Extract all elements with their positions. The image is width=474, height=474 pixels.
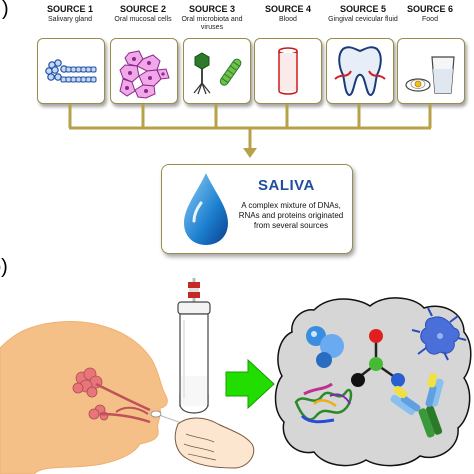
antibody-icon: [390, 373, 444, 438]
panel-a-label: ): [2, 0, 9, 20]
source-1-box: [37, 38, 105, 104]
tooth-icon: [334, 46, 386, 96]
connector-lines: [68, 104, 432, 158]
source-3-desc: Oral microbiota and viruses: [181, 16, 243, 31]
source-2-box: [110, 38, 178, 104]
saliva-description: A complex mixture of DNAs, RNAs and prot…: [238, 201, 344, 230]
source-1-desc: Salivary gland: [48, 16, 92, 23]
water-drop-icon: [184, 173, 228, 245]
food-icon: [405, 56, 455, 94]
source-6-header: SOURCE 6 Food: [394, 4, 466, 24]
source-6-box: [397, 38, 465, 104]
source-5-title: SOURCE 5: [339, 4, 386, 14]
source-2-title: SOURCE 2: [119, 4, 166, 14]
collection-tube-icon: [177, 278, 211, 414]
source-3-title: SOURCE 3: [188, 4, 235, 14]
swab-hand-icon: [150, 410, 255, 469]
source-1-title: SOURCE 1: [46, 4, 93, 14]
source-5-desc: Gingival cevicular fluid: [328, 16, 398, 23]
source-4-title: SOURCE 4: [264, 4, 311, 14]
saliva-box: SALIVA A complex mixture of DNAs, RNAs a…: [161, 164, 353, 254]
source-4-desc: Blood: [279, 16, 297, 23]
mucosal-cells-icon: [119, 50, 170, 99]
source-5-header: SOURCE 5 Gingival cevicular fluid: [318, 4, 408, 24]
head-profile-icon: [0, 321, 168, 474]
saliva-title: SALIVA: [258, 177, 315, 194]
source-2-header: SOURCE 2 Oral mucosal cells: [107, 4, 179, 24]
source-4-box: [254, 38, 322, 104]
source-4-header: SOURCE 4 Blood: [252, 4, 324, 24]
water-molecule-icon: [306, 326, 344, 368]
source-3-box: [183, 38, 251, 104]
protein-structure-icon: [294, 382, 353, 424]
source-1-header: SOURCE 1 Salivary gland: [34, 4, 106, 24]
source-5-box: [326, 38, 394, 104]
salivary-gland-icon: [45, 59, 97, 83]
molecule-cloud-icon: [274, 297, 472, 467]
source-6-title: SOURCE 6: [406, 4, 453, 14]
source-3-header: SOURCE 3 Oral microbiota and viruses: [176, 4, 248, 32]
source-6-desc: Food: [422, 16, 438, 23]
microbiota-virus-icon: [193, 52, 242, 95]
source-2-desc: Oral mucosal cells: [114, 16, 172, 23]
green-arrow-icon: [225, 358, 275, 410]
branched-molecule-icon: [351, 329, 405, 387]
microbe-icon: [411, 307, 467, 361]
blood-vessel-icon: [278, 47, 298, 95]
panel-b-label: b): [0, 256, 8, 278]
